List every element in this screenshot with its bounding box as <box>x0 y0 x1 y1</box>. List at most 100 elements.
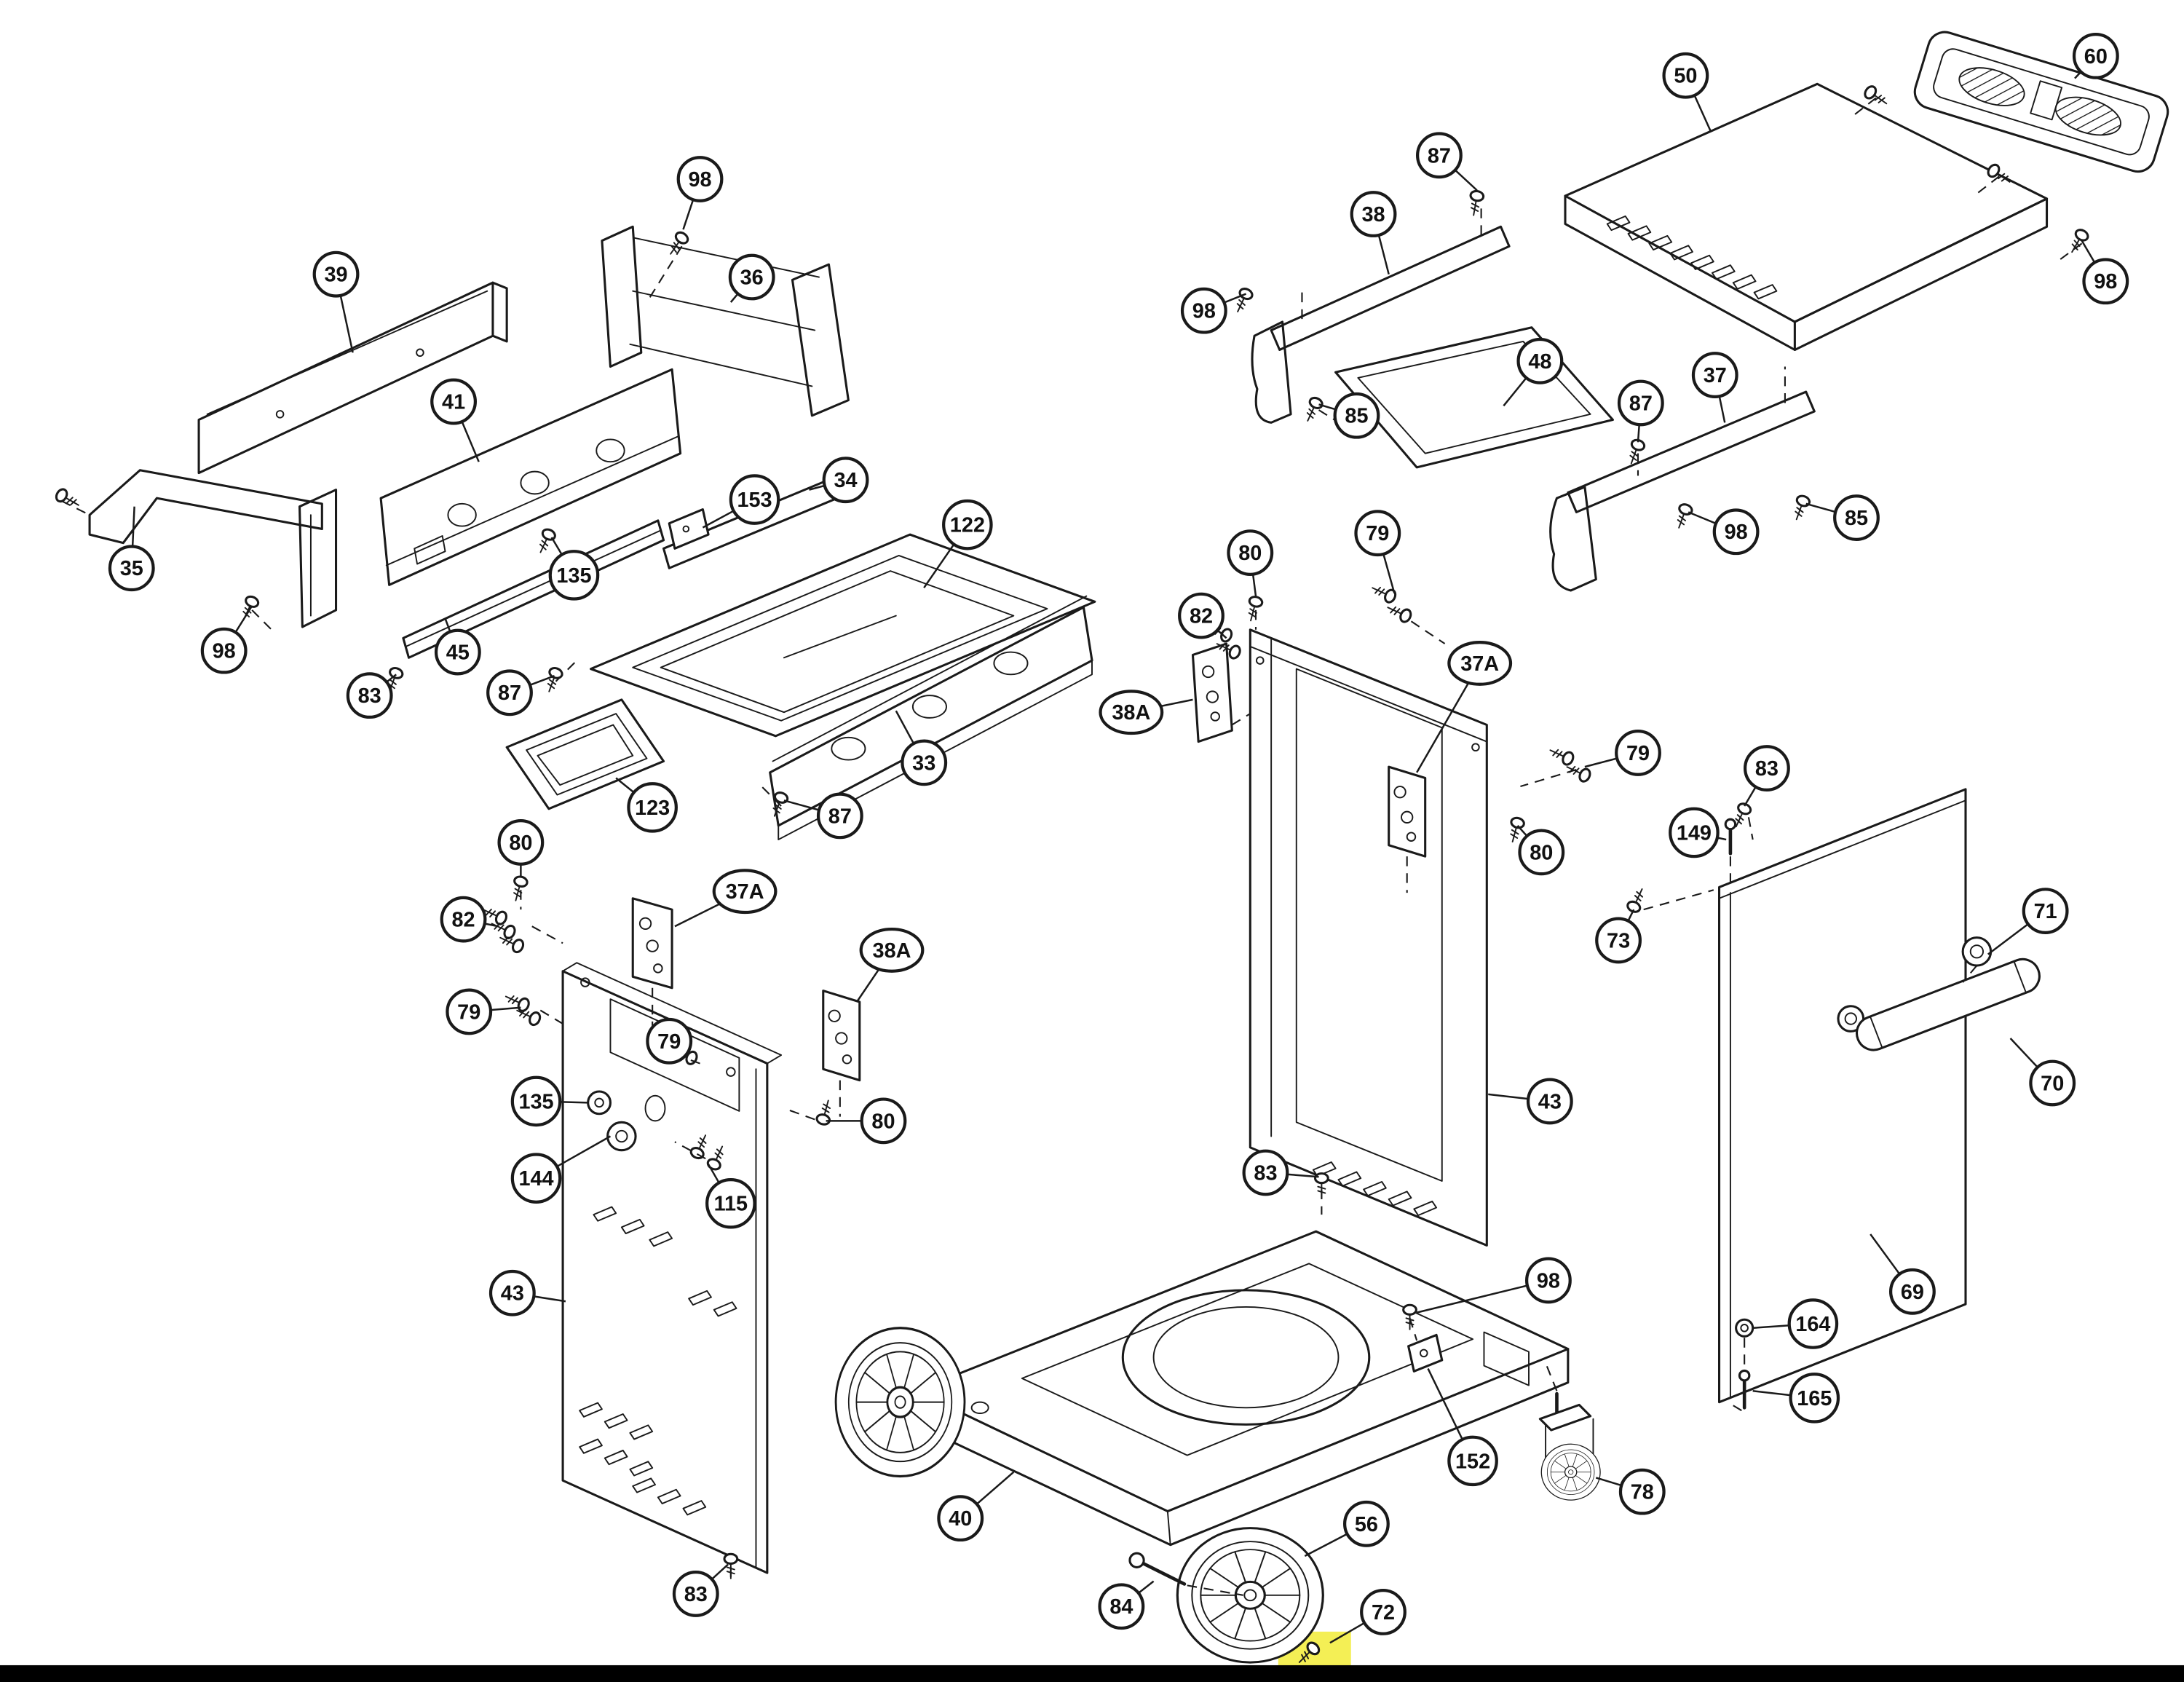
balloon-36-callout[interactable]: 36 <box>728 253 775 303</box>
balloon-circle[interactable] <box>1350 191 1397 237</box>
balloon-circle[interactable] <box>108 545 155 592</box>
balloon-circle[interactable] <box>676 156 724 202</box>
balloon-circle[interactable] <box>1525 1257 1572 1304</box>
balloon-83-callout[interactable]: 83 <box>1744 745 1790 807</box>
balloon-72-callout[interactable]: 72 <box>1329 1589 1406 1644</box>
balloon-circle[interactable] <box>1526 1078 1573 1125</box>
balloon-149-callout[interactable]: 149 <box>1669 807 1727 858</box>
balloon-115-callout[interactable]: 115 <box>705 1164 756 1229</box>
balloon-37a-callout[interactable]: 37A <box>674 869 778 928</box>
balloon-circle[interactable] <box>705 1177 756 1229</box>
balloon-circle[interactable] <box>440 896 487 943</box>
balloon-87-callout[interactable]: 87 <box>486 669 555 716</box>
balloon-98-callout[interactable]: 98 <box>2081 240 2129 305</box>
balloon-circle[interactable] <box>1333 392 1380 439</box>
balloon-circle[interactable] <box>1615 730 1661 776</box>
balloon-circle[interactable] <box>434 628 481 676</box>
balloon-152-callout[interactable]: 152 <box>1427 1367 1498 1487</box>
balloon-circle[interactable] <box>1227 529 1274 577</box>
balloon-circle[interactable] <box>1098 1583 1145 1630</box>
balloon-50-callout[interactable]: 50 <box>1662 52 1712 133</box>
balloon-38a-callout[interactable]: 38A <box>1099 690 1193 735</box>
balloon-circle[interactable] <box>816 792 863 840</box>
balloon-circle[interactable] <box>822 457 869 504</box>
balloon-circle[interactable] <box>1178 592 1224 639</box>
balloon-79-callout[interactable]: 79 <box>646 1017 693 1065</box>
balloon-35-callout[interactable]: 35 <box>108 506 155 592</box>
balloon-38a-callout[interactable]: 38A <box>855 927 925 1003</box>
balloon-45-callout[interactable]: 45 <box>434 617 481 676</box>
balloon-circle[interactable] <box>1712 508 1760 556</box>
balloon-circle[interactable] <box>312 250 360 298</box>
balloon-98-callout[interactable]: 98 <box>676 156 724 230</box>
balloon-48-callout[interactable]: 48 <box>1503 337 1564 407</box>
balloon-circle[interactable] <box>860 1097 907 1145</box>
balloon-circle[interactable] <box>1618 1468 1666 1515</box>
balloon-80-callout[interactable]: 80 <box>1227 529 1274 596</box>
balloon-circle[interactable] <box>488 1269 536 1316</box>
balloon-circle[interactable] <box>548 550 600 601</box>
balloon-circle[interactable] <box>1447 640 1513 686</box>
balloon-165-callout[interactable]: 165 <box>1752 1373 1840 1424</box>
balloon-87-callout[interactable]: 87 <box>1416 132 1478 192</box>
balloon-circle[interactable] <box>1662 52 1709 99</box>
balloon-circle[interactable] <box>1099 690 1164 735</box>
balloon-circle[interactable] <box>937 1495 984 1542</box>
balloon-38-callout[interactable]: 38 <box>1350 191 1397 275</box>
balloon-circle[interactable] <box>901 739 948 786</box>
balloon-71-callout[interactable]: 71 <box>1987 888 2069 955</box>
balloon-circle[interactable] <box>430 378 477 425</box>
balloon-83-callout[interactable]: 83 <box>672 1563 729 1617</box>
balloon-98-callout[interactable]: 98 <box>1416 1257 1572 1314</box>
balloon-98-callout[interactable]: 98 <box>1180 287 1247 334</box>
balloon-82-callout[interactable]: 82 <box>1178 592 1227 639</box>
balloon-circle[interactable] <box>1744 745 1790 791</box>
balloon-circle[interactable] <box>1354 510 1401 557</box>
balloon-circle[interactable] <box>497 819 545 866</box>
balloon-80-callout[interactable]: 80 <box>826 1097 907 1145</box>
balloon-39-callout[interactable]: 39 <box>312 250 360 353</box>
balloon-80-callout[interactable]: 80 <box>1516 825 1565 876</box>
balloon-circle[interactable] <box>1669 807 1720 858</box>
balloon-79-callout[interactable]: 79 <box>446 988 521 1035</box>
balloon-73-callout[interactable]: 73 <box>1595 909 1642 964</box>
balloon-circle[interactable] <box>1360 1589 1406 1635</box>
balloon-135-callout[interactable]: 135 <box>510 1075 588 1127</box>
balloon-41-callout[interactable]: 41 <box>430 378 480 462</box>
balloon-43-callout[interactable]: 43 <box>1488 1078 1573 1125</box>
balloon-circle[interactable] <box>346 672 393 719</box>
balloon-164-callout[interactable]: 164 <box>1752 1298 1839 1349</box>
balloon-circle[interactable] <box>627 782 678 833</box>
balloon-circle[interactable] <box>1787 1298 1839 1349</box>
balloon-circle[interactable] <box>1595 917 1642 964</box>
balloon-79-callout[interactable]: 79 <box>1354 510 1401 594</box>
balloon-circle[interactable] <box>446 988 493 1035</box>
balloon-87-callout[interactable]: 87 <box>1617 379 1664 443</box>
balloon-circle[interactable] <box>728 253 775 301</box>
balloon-circle[interactable] <box>1691 352 1738 398</box>
balloon-circle[interactable] <box>1343 1500 1390 1547</box>
balloon-circle[interactable] <box>2022 888 2069 934</box>
balloon-circle[interactable] <box>2072 32 2119 79</box>
balloon-circle[interactable] <box>1242 1149 1289 1196</box>
balloon-circle[interactable] <box>942 499 993 550</box>
balloon-153-callout[interactable]: 153 <box>702 474 780 529</box>
balloon-circle[interactable] <box>1617 379 1664 427</box>
balloon-circle[interactable] <box>859 927 925 973</box>
balloon-60-callout[interactable]: 60 <box>2072 32 2119 79</box>
balloon-circle[interactable] <box>1518 829 1565 876</box>
balloon-34-callout[interactable]: 34 <box>809 457 869 504</box>
balloon-98-callout[interactable]: 98 <box>200 605 253 674</box>
balloon-82-callout[interactable]: 82 <box>440 896 499 943</box>
balloon-circle[interactable] <box>1180 287 1227 334</box>
balloon-123-callout[interactable]: 123 <box>615 777 678 833</box>
balloon-85-callout[interactable]: 85 <box>1805 494 1880 541</box>
balloon-circle[interactable] <box>1516 337 1564 384</box>
balloon-circle[interactable] <box>646 1017 693 1065</box>
balloon-70-callout[interactable]: 70 <box>2009 1038 2076 1107</box>
balloon-98-callout[interactable]: 98 <box>1688 508 1760 556</box>
balloon-circle[interactable] <box>1789 1373 1840 1424</box>
balloon-144-callout[interactable]: 144 <box>510 1135 612 1204</box>
balloon-circle[interactable] <box>510 1075 562 1127</box>
balloon-135-callout[interactable]: 135 <box>548 537 600 601</box>
